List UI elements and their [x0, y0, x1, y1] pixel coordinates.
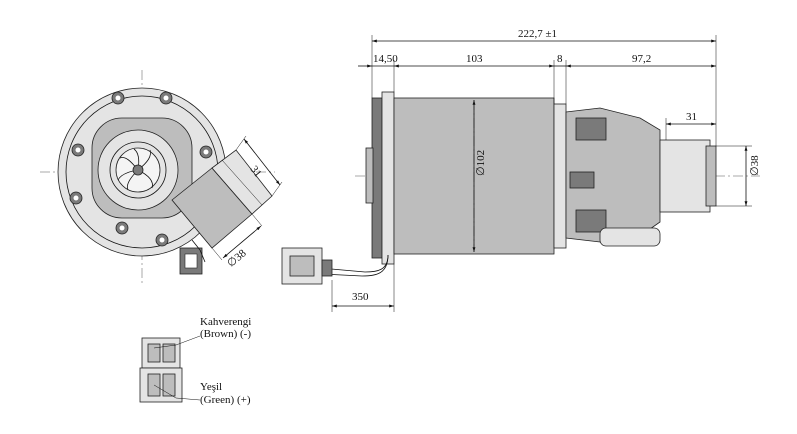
pump-housing [565, 107, 661, 247]
outlet-diameter-label: ∅38 [749, 155, 761, 176]
wiring-detail: Kahverengi (Brown) (-) Yeşil (Green) (+) [139, 316, 251, 406]
front-view: 31 ∅38 [40, 70, 283, 285]
seg-pump-label: 97,2 [632, 53, 651, 65]
overall-length-label: 222,7 ±1 [518, 28, 557, 40]
green-wire-tr: Yeşil [200, 381, 222, 393]
outlet-length-label: 31 [686, 111, 697, 123]
seg-gap-label: 8 [557, 53, 563, 65]
brown-wire-tr: Kahverengi [200, 316, 251, 328]
flange-bolts [69, 91, 213, 247]
front-connector [179, 239, 206, 275]
dimensions: 222,7 ±1 14,50 103 8 97,2 31 ∅102 ∅38 35… [331, 28, 761, 312]
impeller [115, 147, 161, 193]
cable-connector [281, 247, 389, 285]
front-outlet-diameter-label: ∅38 [225, 247, 249, 270]
side-outlet [659, 139, 717, 213]
seg-motor-label: 103 [466, 53, 483, 65]
motor-diameter-label: ∅102 [475, 150, 487, 176]
seg-front-label: 14,50 [373, 53, 398, 65]
cable-length-label: 350 [352, 291, 369, 303]
brown-wire-en: (Brown) (-) [200, 328, 251, 340]
green-wire-en: (Green) (+) [200, 394, 251, 406]
